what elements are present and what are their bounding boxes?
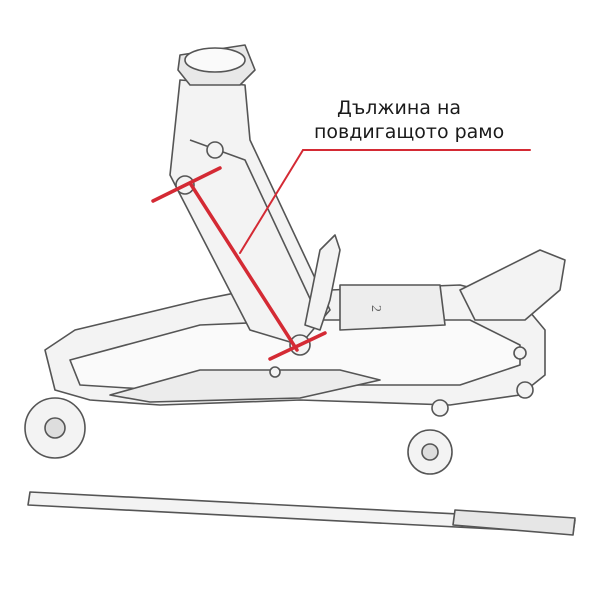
arm-length-measure-line xyxy=(188,181,299,352)
top-end-tick xyxy=(151,166,222,203)
arm-length-annotation xyxy=(151,149,531,361)
pump xyxy=(339,284,446,331)
svg-text:2: 2 xyxy=(368,305,383,312)
handle-socket xyxy=(304,234,341,331)
annotation-label-line2: повдигащото рамо xyxy=(314,121,505,143)
bottom-end-tick xyxy=(268,331,327,361)
annotation-label-line1: Дължина на xyxy=(337,97,462,119)
label-pointer xyxy=(239,149,304,254)
